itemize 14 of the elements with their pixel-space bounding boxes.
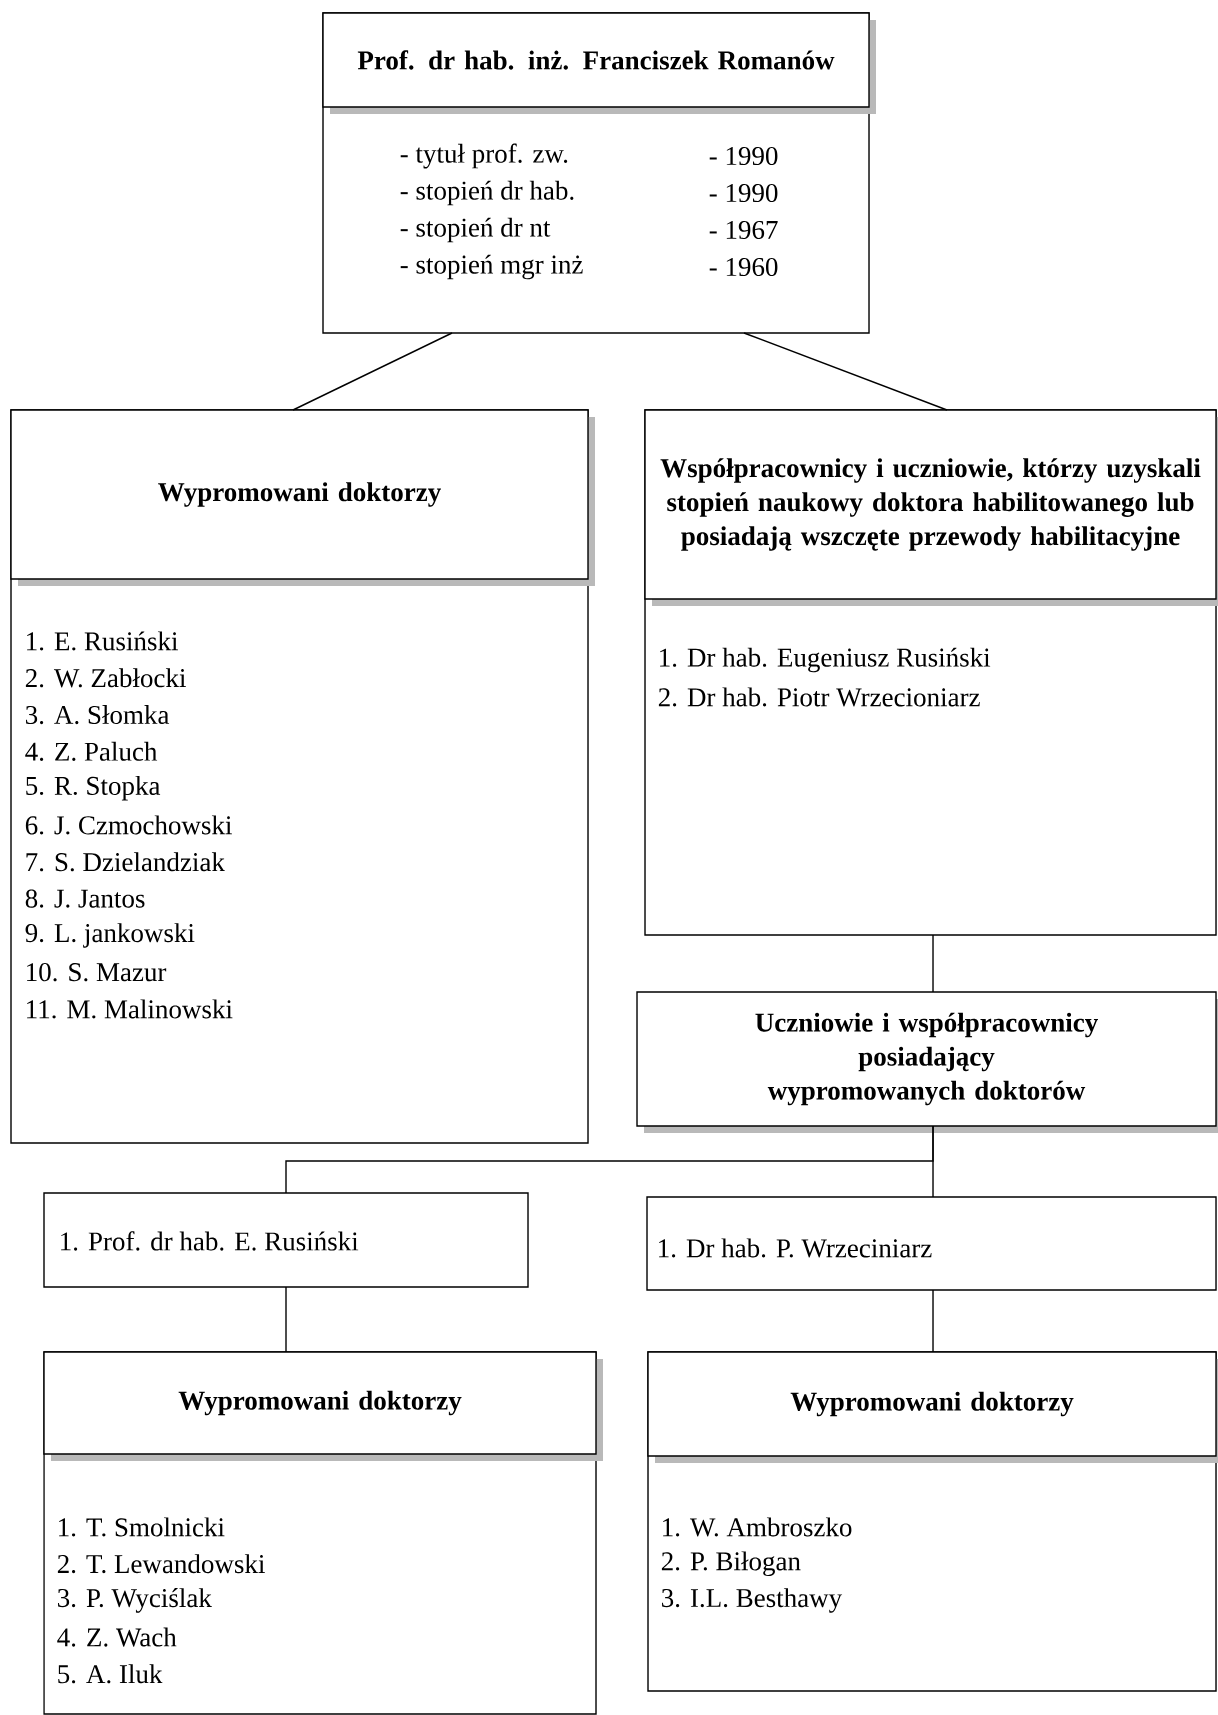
list-box: Prof. dr hab. inż. Franciszek Romanów - tytuł prof. zw. - 1990 - stopień dr hab. - 1990 - stopień dr nt - 1967 - stopień mgr inż - 1960 bbox=[322, 12, 876, 334]
list-box: Wypromowani doktorzy 1. W. Ambroszko 2. P. Biłogan 3. I.L. Besthawy bbox=[647, 1351, 1218, 1692]
connector-line bbox=[285, 1286, 287, 1353]
list-box: Wypromowani doktorzy 1. T. Smolnicki 2. T. Lewandowski 3. P. Wyciślak 4. Z. Wach 5. A. Iluk bbox=[43, 1351, 603, 1715]
list-box: Uczniowie i współpracownicy posiadający wypromowanych doktorów bbox=[636, 991, 1218, 1133]
connector-line bbox=[743, 332, 948, 411]
list-box: Współpracownicy i uczniowie, którzy uzyskali stopień naukowy doktora habilitowanego lub posiadają wszczęte przewody habilitacyjne 1. Dr hab. Eugeniusz Rusiński 2. Dr hab. Piotr Wrzecioniarz bbox=[644, 409, 1218, 936]
list-box: 1. Prof. dr hab. E. Rusiński bbox=[43, 1192, 529, 1288]
connector-line bbox=[932, 1289, 934, 1353]
connector-line bbox=[932, 1125, 934, 1198]
connector-line bbox=[932, 934, 934, 993]
list-box: 1. Dr hab. P. Wrzeciniarz bbox=[646, 1196, 1217, 1291]
list-box: Wypromowani doktorzy 1. E. Rusiński 2. W. Zabłocki 3. A. Słomka 4. Z. Paluch 5. R. Stopka 6. J. Czmochowski 7. S. Dzielandziak 8. J. Jantos 9. L. jankowski 10. S. Mazur 11. M. Malinowski bbox=[10, 409, 595, 1144]
connector-line bbox=[292, 332, 453, 411]
